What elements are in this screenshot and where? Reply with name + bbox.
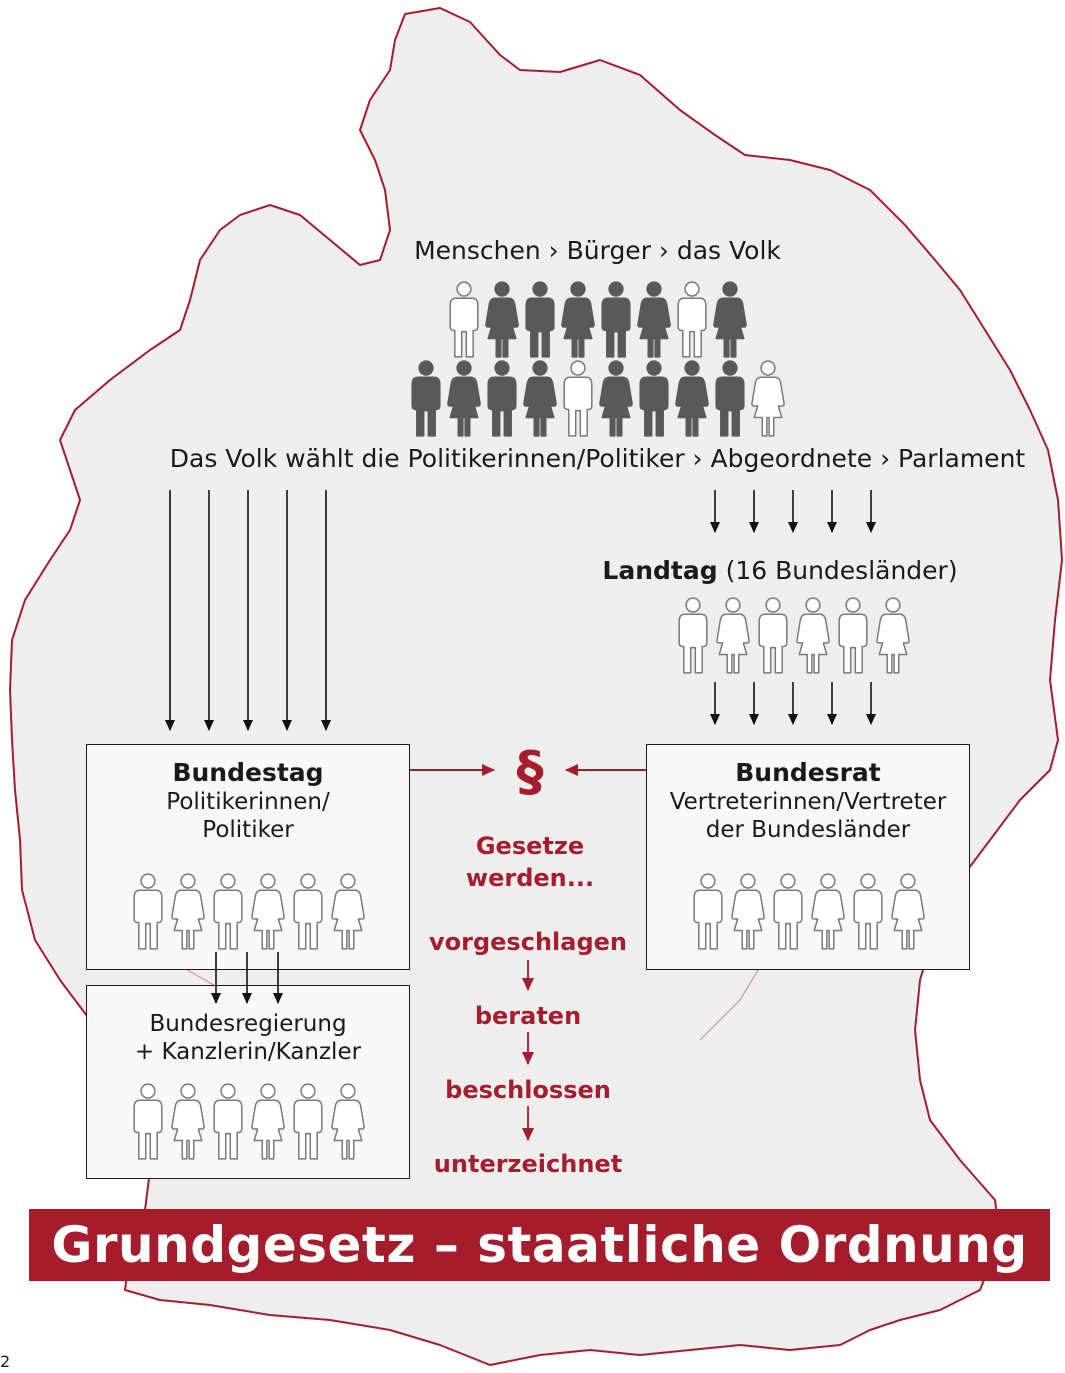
bundestag-title: Bundestag [172,758,324,787]
law-intro-line1: Gesetze [475,832,585,860]
law-step: beraten [474,1002,582,1030]
volk-heading: Menschen › Bürger › das Volk [414,236,781,265]
banner-title: Grundgesetz – staatliche Ordnung [51,1216,1028,1274]
law-step: beschlossen [445,1076,611,1104]
landtag-note: (16 Bundesländer) [725,556,958,585]
law-step: unterzeichnet [433,1150,623,1178]
bundesregierung-line1: Bundesregierung [149,1011,347,1037]
bundestag-line2: Politiker [202,817,294,843]
arrows-to-landtag [710,490,876,533]
bundesrat-title: Bundesrat [735,758,881,787]
arrows-to-bundestag [165,490,331,731]
title-banner: Grundgesetz – staatliche Ordnung [29,1209,1050,1281]
arrows-to-bundesrat [710,682,876,725]
bundestag-line1: Politikerinnen/ [166,789,330,815]
bundesrat-line2: der Bundesländer [705,817,911,843]
page-number: 2 [0,1352,11,1371]
law-step: vorgeschlagen [429,928,627,956]
bundesregierung-line2: + Kanzlerin/Kanzler [134,1039,362,1065]
election-line: Das Volk wählt die Politikerinnen/Politi… [169,444,1026,473]
paragraph-symbol: § [516,740,544,803]
bundesrat-line1: Vertreterinnen/Vertreter [669,789,947,815]
law-intro-line2: werden... [465,864,595,892]
landtag-title: Landtag [602,556,718,585]
landtag-label: Landtag (16 Bundesländer) [560,556,1000,585]
